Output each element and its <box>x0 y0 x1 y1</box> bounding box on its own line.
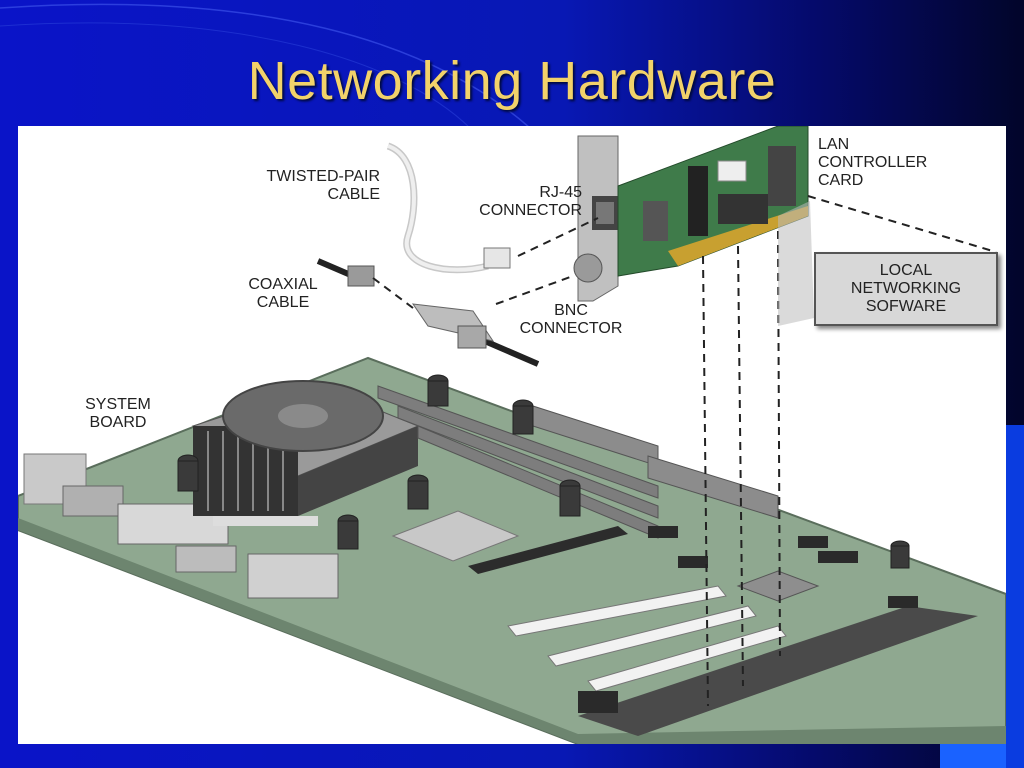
cpu-cooler <box>191 380 420 526</box>
accent-block-shadow <box>1006 425 1024 768</box>
label-twisted-pair-cable: TWISTED-PAIR CABLE <box>266 168 380 203</box>
chipset <box>391 510 520 562</box>
label-lan-controller-card: LAN CONTROLLER CARD <box>818 136 928 189</box>
label-rj45-connector: RJ-45 CONNECTOR <box>479 184 582 219</box>
pci-slots <box>507 585 787 692</box>
diagram-illustration <box>18 126 1006 744</box>
rj45-plug <box>483 247 511 269</box>
software-projection <box>778 201 814 326</box>
hardware-diagram: TWISTED-PAIR CABLE RJ-45 CONNECTOR LAN C… <box>18 126 1006 744</box>
memory-slots <box>377 385 659 539</box>
local-networking-software-box: LOCAL NETWORKING SOFWARE <box>814 252 998 326</box>
slide-title: Networking Hardware <box>247 51 777 111</box>
label-bnc-connector: BNC CONNECTOR <box>519 302 623 337</box>
rear-io-ports <box>23 453 339 599</box>
agp-slot <box>468 526 628 574</box>
label-local-networking-software: LOCAL NETWORKING SOFWARE <box>850 262 962 315</box>
isa-slot <box>578 606 978 736</box>
label-system-board: SYSTEM BOARD <box>85 396 151 431</box>
capacitors <box>177 374 910 569</box>
lan-controller-card <box>573 126 809 302</box>
coaxial-cable <box>316 258 540 367</box>
secondary-chip <box>736 570 820 602</box>
label-coaxial-cable: COAXIAL CABLE <box>248 276 318 311</box>
title-swoosh-decoration <box>0 3 531 129</box>
smd-components <box>578 526 918 713</box>
ide-connectors <box>532 405 779 519</box>
